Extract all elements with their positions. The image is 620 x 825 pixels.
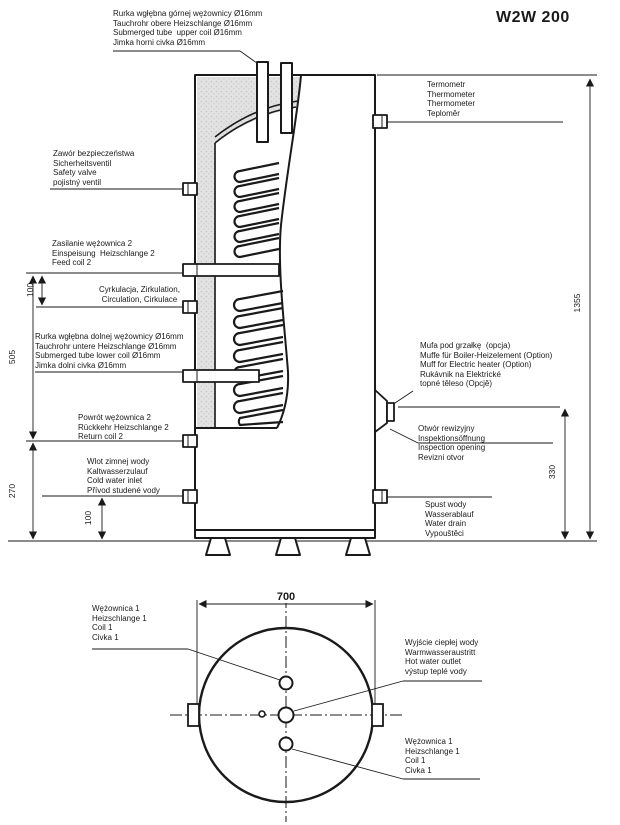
label-heater-muff: Mufa pod grzałkę (opcja) Muffe für Boile… (420, 341, 553, 389)
tank-shell (194, 74, 376, 531)
lower-coil (232, 289, 284, 427)
tank-side-view (182, 61, 395, 556)
small-port (258, 710, 266, 718)
label-cold-water-inlet: Wlot zimnej wody Kaltwasserzulauf Cold w… (87, 457, 160, 495)
safety-valve-stub (182, 182, 198, 196)
circulation-stub (182, 300, 198, 314)
upper-coil (233, 161, 280, 259)
label-lower-submerged-tube: Rurka wgłębna dolnej wężownicy Ø16mm Tau… (35, 332, 184, 370)
dim-value-270: 270 (7, 483, 17, 499)
hot-water-port (277, 706, 295, 724)
dim-value-330: 330 (547, 464, 557, 480)
drain-stub (372, 489, 388, 504)
submerged-tube-upper (256, 61, 269, 143)
tank-base (194, 529, 376, 539)
label-coil1-top: Wężownica 1 Heizschlange 1 Coil 1 Civka … (92, 604, 147, 642)
label-upper-submerged-tube: Rurka wgłębna górnej wężownicy Ø16mm Tau… (113, 9, 263, 47)
foot-right (345, 537, 371, 556)
page-title: W2W 200 (496, 9, 570, 26)
leader-lines (8, 50, 597, 780)
label-return-coil2: Powrót wężownica 2 Rückkehr Heizschlange… (78, 413, 169, 442)
lower-tube-pipe (182, 369, 260, 383)
label-feed-coil2: Zasilanie wężownica 2 Einspeisung Heizsc… (52, 239, 155, 268)
cold-water-stub (182, 489, 198, 504)
label-thermometer: Termometr Thermometer Thermometer Teplom… (427, 80, 476, 118)
coil1-bottom-port (278, 736, 294, 752)
label-hot-water-outlet: Wyjście ciepłej wody Warmwasseraustritt … (405, 638, 479, 676)
insulation-layer (197, 77, 300, 427)
label-safety-valve: Zawór bezpieczeństwa Sicherheitsventil S… (53, 149, 135, 187)
label-circulation: Cyrkulacja, Zirkulation, Circulation, Ci… (99, 285, 180, 304)
left-tab (187, 703, 200, 727)
feed-coil2-pipe (182, 263, 280, 277)
dimension-lines (28, 78, 595, 609)
dim-value-505: 505 (7, 349, 17, 365)
heater-muff-nub (386, 402, 395, 422)
return-coil2-stub (182, 434, 198, 448)
right-tab (371, 703, 384, 727)
dim-value-700: 700 (272, 591, 300, 603)
thermometer-stub (372, 114, 388, 129)
dim-value-100-top: 100 (25, 282, 35, 298)
label-inspection-opening: Otwór rewizyjny Inspektionsöffnung Inspe… (418, 424, 486, 462)
tank-bottom-view (187, 626, 384, 804)
heater-muff-flange (374, 389, 388, 433)
foot-left (205, 537, 231, 556)
dim-value-1355: 1355 (572, 293, 582, 313)
label-coil1-bottom: Wężownica 1 Heizschlange 1 Coil 1 Civka … (405, 737, 460, 775)
dim-value-100-bottom: 100 (83, 510, 93, 526)
coil1-top-port (278, 675, 294, 691)
label-water-drain: Spust wody Wasserablauf Water drain Vypo… (425, 500, 474, 538)
submerged-tube-lower-top (280, 62, 293, 134)
foot-middle (275, 537, 301, 556)
section-cut-line (276, 74, 302, 429)
